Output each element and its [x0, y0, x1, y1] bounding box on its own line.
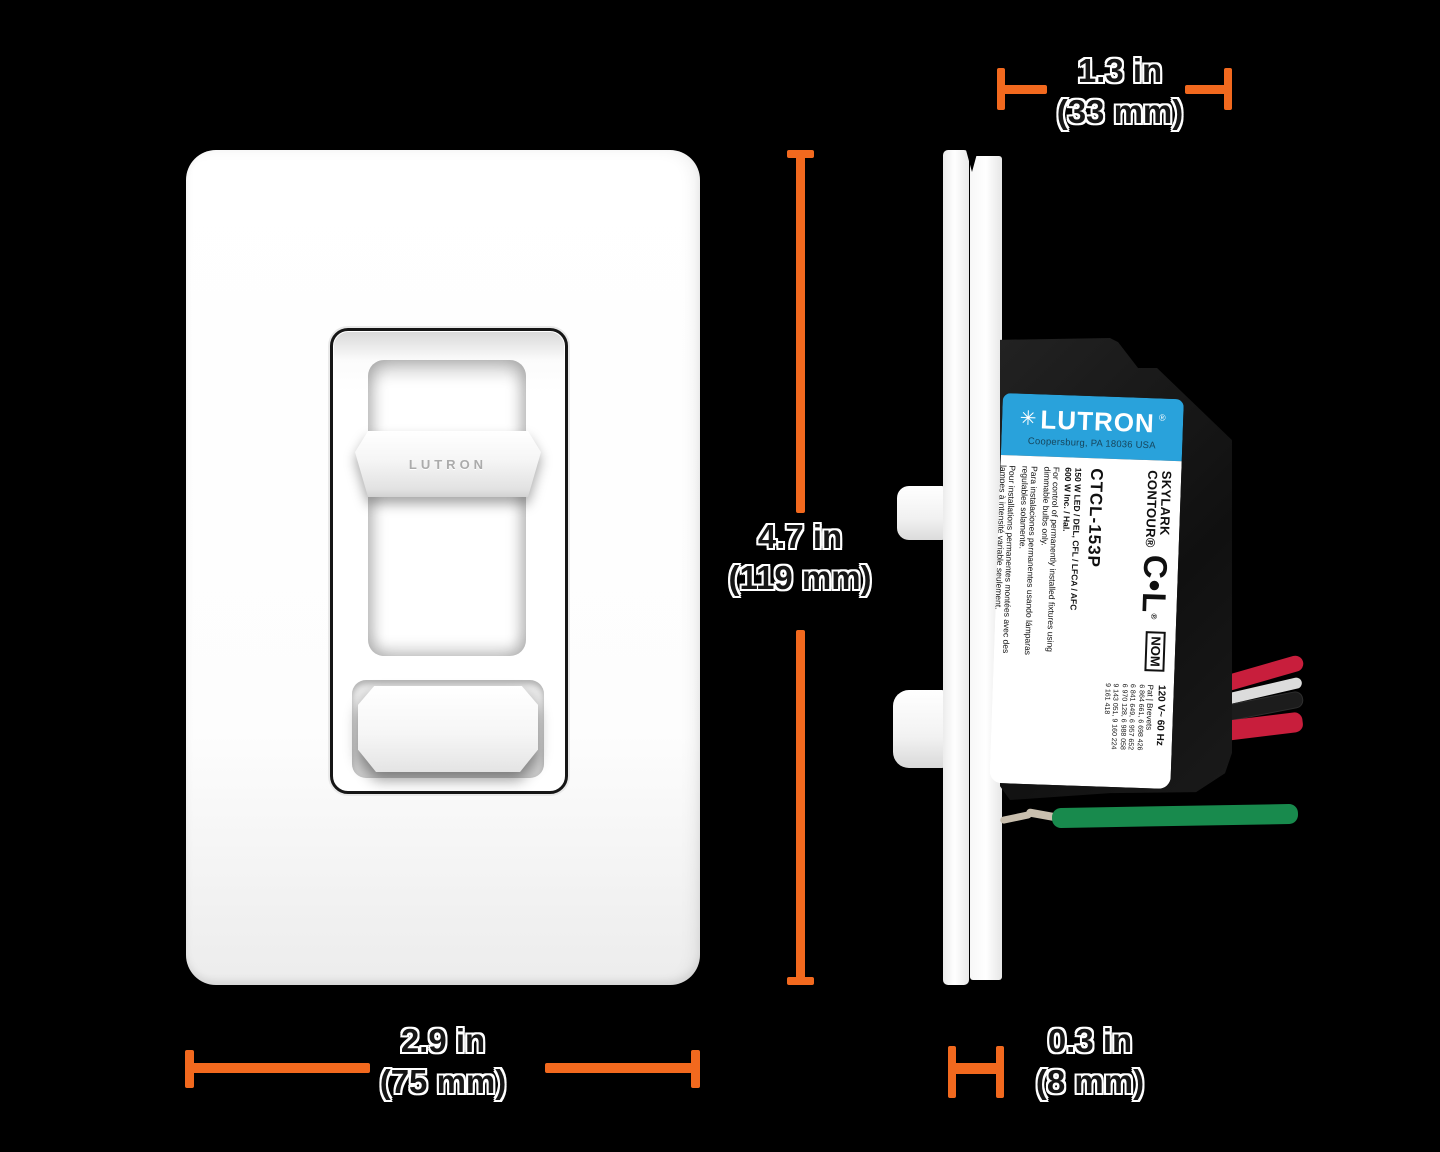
protrusion-mm-text: (8 mm): [1035, 1063, 1145, 1100]
width-dim-cap-right: [691, 1050, 700, 1088]
side-slider-knob-profile: [897, 486, 945, 540]
label-body: SKYLARK CONTOUR® C•L® NOM 120 V~ 60 Hz P…: [989, 454, 1182, 790]
width-dimension-label: 2.9 in (75 mm): [343, 1020, 543, 1102]
label-patents-list: 6 864 661, 6 698 426 6 841 649, 6 957 65…: [1100, 683, 1145, 751]
depth-in-text: 1.3 in: [1077, 52, 1163, 89]
width-dim-line-left: [185, 1063, 370, 1073]
label-product-name: SKYLARK CONTOUR®: [1142, 470, 1175, 548]
protrusion-dim-line: [948, 1063, 1004, 1074]
slider-handle-shape: LUTRON: [355, 431, 541, 497]
depth-dimension-label: 1.3 in (33 mm): [1030, 50, 1210, 132]
height-dimension-label: 4.7 in (119 mm): [700, 516, 900, 598]
wire-green-ground: [1051, 803, 1299, 829]
depth-dim-line-left: [997, 85, 1047, 94]
front-slider-handle: LUTRON: [355, 431, 541, 497]
paddle-shape: [358, 686, 538, 772]
height-in-text: 4.7 in: [757, 518, 843, 555]
label-product-row: SKYLARK CONTOUR® C•L® NOM 120 V~ 60 Hz P…: [1099, 469, 1175, 779]
protrusion-dim-bar-right: [996, 1046, 1004, 1098]
depth-dim-cap-right: [1224, 68, 1232, 110]
height-dim-line-bottom: [796, 630, 805, 985]
lutron-sunburst-icon: ✳: [1019, 407, 1037, 431]
label-voltage: 120 V~ 60 Hz: [1153, 684, 1167, 747]
depth-mm-text: (33 mm): [1056, 93, 1184, 130]
label-rotated-content: SKYLARK CONTOUR® C•L® NOM 120 V~ 60 Hz P…: [989, 455, 1181, 789]
side-wallplate-edge: [943, 150, 969, 985]
height-dim-line-top: [796, 150, 805, 513]
label-registered-mark: ®: [1158, 411, 1166, 423]
label-electrical-col: 120 V~ 60 Hz Pat | Brevets 6 864 661, 6 …: [1100, 683, 1167, 751]
front-paddle-button: [358, 686, 538, 772]
height-dim-cap-bottom: [787, 977, 814, 985]
depth-dim-line-right: [1185, 85, 1232, 94]
front-slider-channel: [368, 360, 526, 656]
slider-brand-text: LUTRON: [408, 456, 488, 472]
protrusion-dimension-label: 0.3 in (8 mm): [1000, 1020, 1180, 1102]
side-paddle-profile: [893, 690, 945, 768]
label-brand-text: LUTRON: [1039, 403, 1156, 438]
protrusion-in-text: 0.3 in: [1047, 1022, 1133, 1059]
nom-certification-mark: NOM: [1144, 631, 1166, 673]
height-mm-text: (119 mm): [728, 559, 872, 596]
width-dim-line-right: [545, 1063, 700, 1073]
width-in-text: 2.9 in: [400, 1022, 486, 1059]
label-cl-mark: C•L®: [1135, 554, 1175, 621]
label-header: ✳ LUTRON ® Coopersburg, PA 18036 USA: [1000, 393, 1184, 462]
label-brand-row: ✳ LUTRON ®: [1019, 403, 1166, 439]
product-label: ✳ LUTRON ® Coopersburg, PA 18036 USA SKY…: [989, 393, 1184, 790]
label-cl-registered: ®: [1149, 613, 1159, 621]
width-mm-text: (75 mm): [379, 1063, 507, 1100]
label-contour: CONTOUR®: [1142, 470, 1161, 548]
